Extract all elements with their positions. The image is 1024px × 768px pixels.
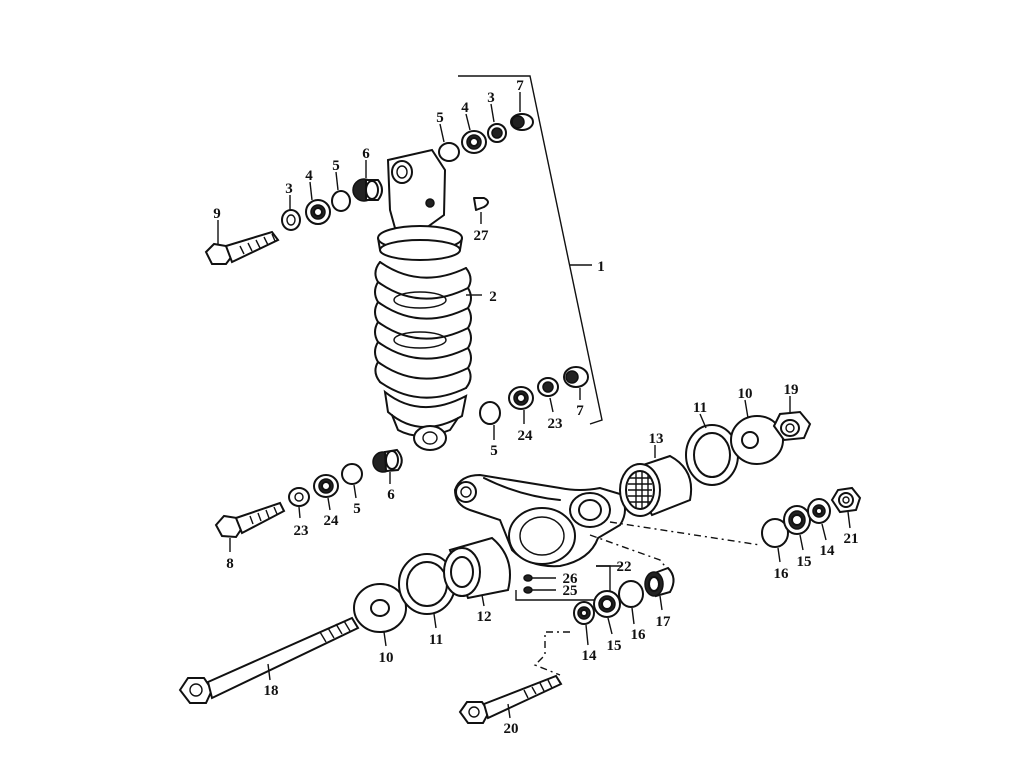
- callout-4-upper-left: 4: [305, 168, 313, 184]
- leader-lines: [217, 92, 851, 719]
- circlip-5-upper-left: [331, 190, 351, 212]
- callout-2: 2: [489, 289, 497, 305]
- callout-7-lower: 7: [576, 403, 584, 419]
- bushing-6-upper: [352, 178, 383, 202]
- callout-20: 20: [504, 721, 519, 737]
- washer-10-lower: [353, 583, 407, 633]
- callout-6-lower: 6: [387, 487, 395, 503]
- callout-1: 1: [597, 259, 605, 275]
- callout-15-upper: 15: [797, 554, 812, 570]
- callout-labels: 1 2 3 3 4 4 5 5 5 5 6 6 7 7 8 9 10 10 11…: [213, 78, 858, 737]
- bolt-9: [204, 230, 280, 265]
- circlip-5-upper-right: [438, 142, 460, 162]
- callout-6-upper: 6: [362, 146, 370, 162]
- circlip-16-upper: [761, 518, 789, 548]
- axis-line-mid: [589, 534, 669, 571]
- axis-line-right: [609, 521, 761, 546]
- seal-11-upper: [685, 424, 739, 486]
- clip-27: [473, 197, 489, 224]
- callout-7-upper: 7: [516, 78, 524, 94]
- seal-4-upper-right: [461, 130, 487, 154]
- callout-10-upper: 10: [738, 386, 753, 402]
- washer-23-lower-left: [288, 487, 310, 507]
- washer-23-lower-right: [537, 377, 559, 397]
- shock-absorber: [374, 148, 472, 451]
- callout-23-lower-left: 23: [294, 523, 309, 539]
- callout-3-upper-right: 3: [487, 90, 495, 106]
- callout-10-lower: 10: [379, 650, 394, 666]
- callout-5-lower-left: 5: [353, 501, 361, 517]
- callout-12: 12: [477, 609, 492, 625]
- callout-11-lower: 11: [429, 632, 443, 648]
- callout-18: 18: [264, 683, 279, 699]
- bushing-6-lower: [372, 448, 403, 473]
- bushing-17: [644, 566, 675, 598]
- seal-4-upper-left: [305, 199, 331, 225]
- axis-line-bottom: [533, 631, 570, 676]
- callout-24-lower-right: 24: [518, 428, 534, 444]
- callout-11-upper: 11: [693, 400, 707, 416]
- callout-5-upper-left: 5: [332, 158, 340, 174]
- washer-10-upper: [730, 415, 784, 465]
- circlip-16-lower: [618, 580, 644, 608]
- callout-26: 26: [563, 571, 579, 587]
- callout-15-lower: 15: [607, 638, 622, 654]
- callout-16-lower: 16: [631, 627, 647, 643]
- washer-14-upper: [807, 498, 831, 524]
- callout-5-lower-right: 5: [490, 443, 498, 459]
- callout-27: 27: [474, 228, 490, 244]
- collar-7-upper: [510, 113, 534, 131]
- bolt-8: [214, 501, 286, 539]
- callout-9: 9: [213, 206, 221, 222]
- washer-14-lower: [573, 601, 595, 625]
- assembly-bracket: [458, 75, 603, 425]
- seal-24-lower-left: [313, 474, 339, 498]
- seal-24-lower-right: [508, 386, 534, 410]
- seal-15-lower: [593, 590, 621, 618]
- callout-25: 25: [563, 583, 578, 599]
- callout-22: 22: [617, 559, 632, 575]
- long-bolt-18: [178, 616, 360, 704]
- nipple-25: [523, 586, 556, 594]
- needle-bearing-13: [619, 454, 692, 517]
- callout-14-lower: 14: [582, 648, 598, 664]
- callout-14-upper: 14: [820, 543, 836, 559]
- nut-19: [772, 410, 812, 442]
- callout-23-lower-right: 23: [548, 416, 563, 432]
- collar-7-lower: [563, 366, 589, 388]
- washer-3-upper-right: [487, 123, 507, 143]
- callout-21: 21: [844, 531, 859, 547]
- circlip-5-lower-right: [479, 401, 501, 425]
- callout-13: 13: [649, 431, 664, 447]
- rocker-linkage-22: [453, 473, 626, 568]
- callout-4-upper-right: 4: [461, 100, 469, 116]
- callout-24-lower-left: 24: [324, 513, 340, 529]
- seal-15-upper: [783, 505, 811, 535]
- callout-19: 19: [784, 382, 799, 398]
- callout-8: 8: [226, 556, 234, 572]
- nut-21: [830, 486, 862, 514]
- circlip-5-lower-left: [341, 463, 363, 485]
- bolt-20: [458, 674, 563, 724]
- callout-5-upper-right: 5: [436, 110, 444, 126]
- callout-17: 17: [656, 614, 672, 630]
- sleeve-12: [443, 536, 511, 600]
- grease-fitting-26: [523, 574, 556, 582]
- washer-3-upper-left: [281, 209, 301, 231]
- callout-3-upper-left: 3: [285, 181, 293, 197]
- callout-16-upper: 16: [774, 566, 790, 582]
